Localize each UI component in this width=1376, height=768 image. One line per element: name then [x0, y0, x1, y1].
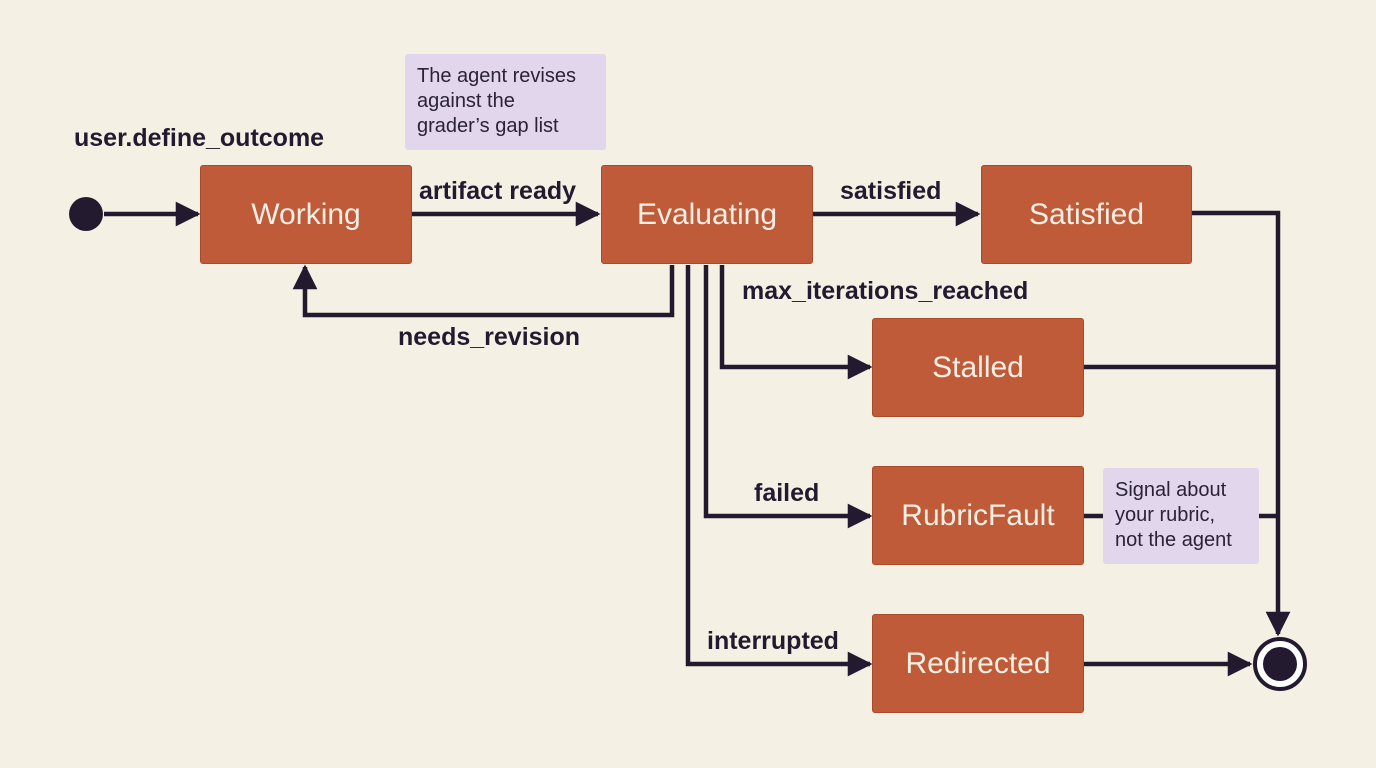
- edge-evaluating-to-redirected: [685, 265, 873, 677]
- note-revise-line-1: The agent revises: [417, 65, 576, 87]
- state-working: Working: [200, 165, 412, 264]
- note-rubric-line-2: your rubric,: [1115, 504, 1216, 526]
- state-stalled: Stalled: [872, 318, 1084, 417]
- state-evaluating: Evaluating: [601, 165, 813, 264]
- note-rubric: Signal about your rubric, not the agent: [1103, 468, 1259, 564]
- label-failed: failed: [754, 479, 820, 507]
- label-needs-revision: needs_revision: [398, 323, 581, 351]
- note-rubric-line-3: not the agent: [1115, 529, 1232, 551]
- edge-satisfied-to-end: [1192, 210, 1291, 637]
- note-revise-line-2: against the: [417, 90, 515, 112]
- final-state-core: [1263, 647, 1297, 681]
- edge-evaluating-to-working: [292, 264, 675, 318]
- label-interrupted: interrupted: [707, 627, 839, 655]
- note-rubric-line-1: Signal about: [1115, 479, 1227, 501]
- initial-state-node: [69, 197, 103, 231]
- state-redirected: Redirected: [872, 614, 1084, 713]
- label-satisfied: satisfied: [840, 177, 942, 205]
- label-artifact-ready: artifact ready: [419, 177, 577, 205]
- state-rubricfault: RubricFault: [872, 466, 1084, 565]
- note-revise: The agent revises against the grader’s g…: [405, 54, 606, 150]
- label-user-define-outcome: user.define_outcome: [74, 124, 325, 152]
- note-revise-line-3: grader’s gap list: [417, 115, 559, 137]
- edge-evaluating-to-stalled: [719, 265, 873, 380]
- label-max-iterations-reached: max_iterations_reached: [742, 277, 1029, 305]
- edge-evaluating-to-rubricfault: [703, 265, 873, 529]
- state-satisfied: Satisfied: [981, 165, 1192, 264]
